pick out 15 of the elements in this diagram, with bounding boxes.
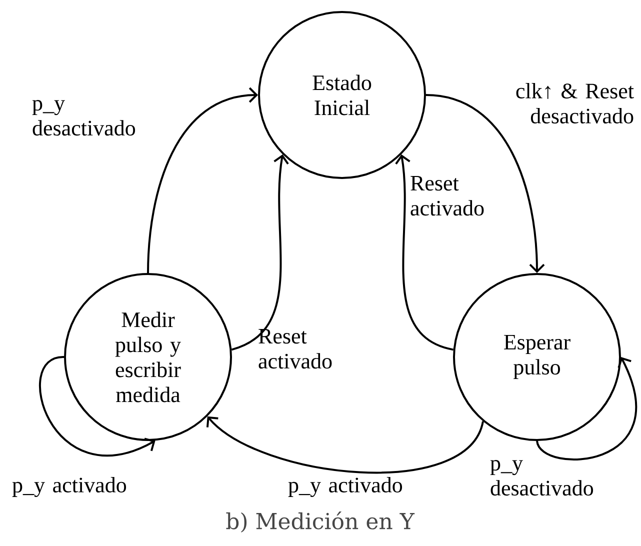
- arrow: [147, 87, 258, 274]
- arrow: [231, 154, 289, 351]
- arrow: [39, 356, 156, 456]
- edge-label: p_y desactivado: [490, 460, 594, 496]
- edge-label: p_y desactivado: [32, 100, 136, 136]
- edge-label: Reset activado: [410, 176, 484, 216]
- edge-label: clk↑ & Reset desactivado: [516, 83, 634, 124]
- edge-label: p_y activado: [12, 477, 126, 497]
- arrow: [536, 357, 638, 460]
- caption: b) Medición en Y: [226, 511, 415, 532]
- arrow: [426, 94, 545, 273]
- edge-label: Reset activado: [258, 328, 332, 369]
- arrow: [395, 154, 454, 351]
- arrow: [206, 416, 484, 474]
- edge-label: p_y activado: [288, 477, 402, 497]
